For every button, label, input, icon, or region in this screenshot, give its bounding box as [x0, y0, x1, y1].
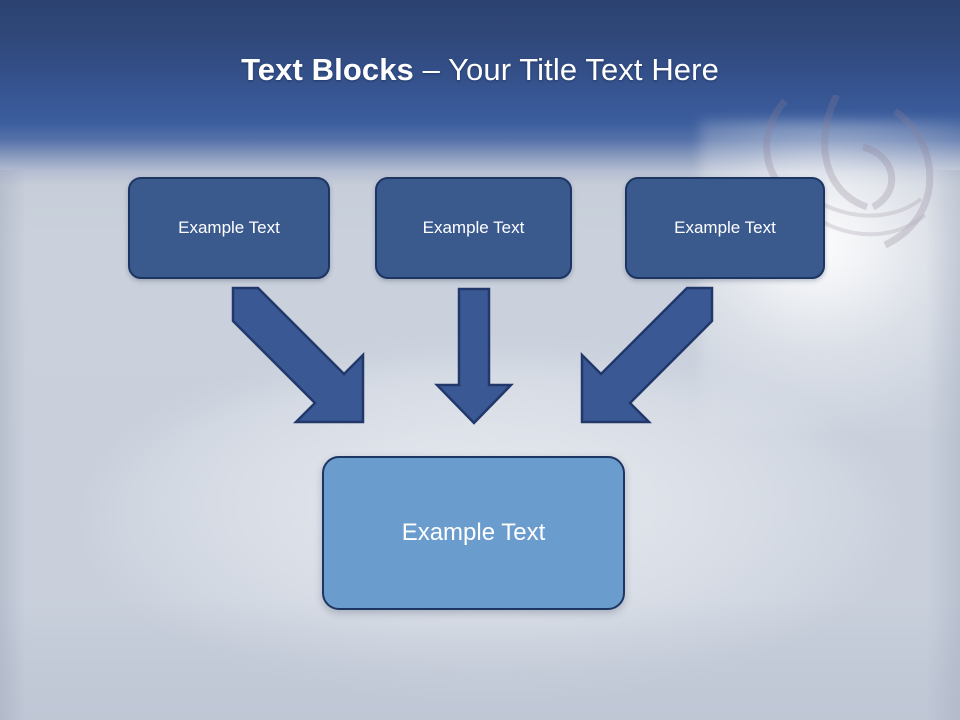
- background-floor-shade: [0, 600, 960, 720]
- flow-node-top-3-label: Example Text: [674, 218, 776, 237]
- background-right-vignette: [926, 170, 960, 720]
- page-title: Text Blocks – Your Title Text Here: [0, 52, 960, 88]
- flow-node-top-3[interactable]: Example Text: [625, 177, 825, 279]
- page-title-strong: Text Blocks: [241, 52, 414, 87]
- flow-node-top-1[interactable]: Example Text: [128, 177, 330, 279]
- flow-node-bottom-label: Example Text: [401, 519, 546, 546]
- background-left-vignette: [0, 170, 26, 720]
- flow-node-top-1-label: Example Text: [178, 218, 280, 237]
- page-title-light: Your Title Text Here: [448, 52, 719, 87]
- flow-node-top-2-label: Example Text: [422, 218, 525, 237]
- flow-node-top-2[interactable]: Example Text: [375, 177, 572, 279]
- page-title-separator: –: [413, 52, 449, 87]
- flow-node-bottom[interactable]: Example Text: [322, 456, 625, 610]
